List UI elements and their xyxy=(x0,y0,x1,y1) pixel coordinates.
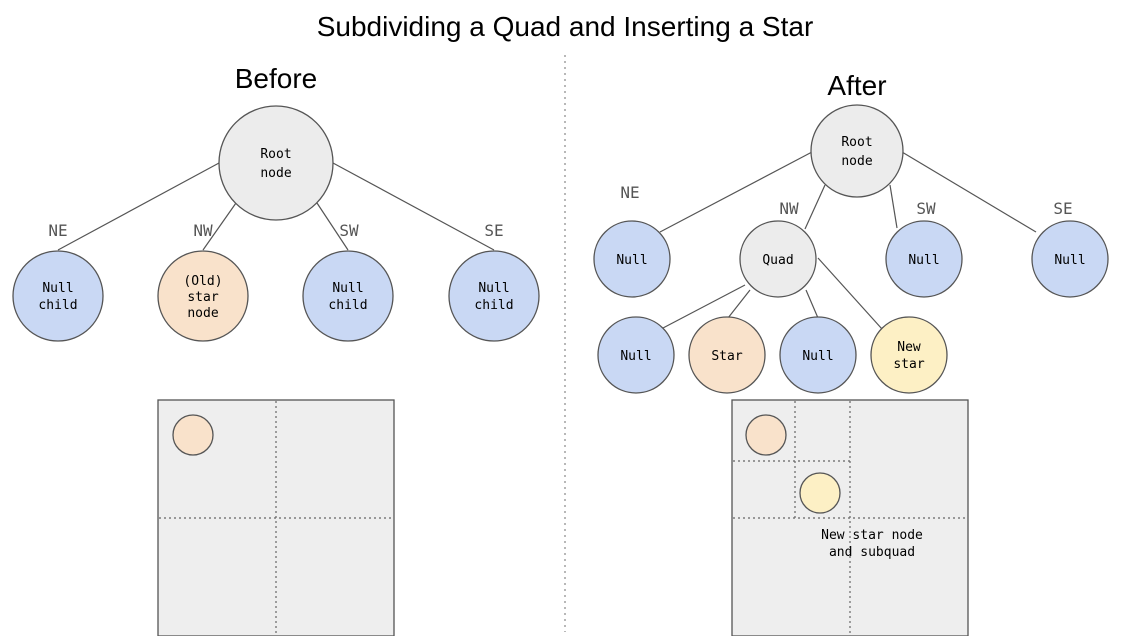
before-label-ne: NE xyxy=(48,221,67,240)
after-edge-ne xyxy=(659,151,813,233)
after-root-line-1: Root xyxy=(841,135,872,150)
before-heading: Before xyxy=(235,63,318,94)
before-sw-line-1: Null xyxy=(332,281,363,296)
after-edge-se xyxy=(901,151,1037,233)
after-edge-nw xyxy=(804,184,826,230)
before-nw-line-2: star xyxy=(187,290,218,305)
after-label-nw: NW xyxy=(779,199,799,218)
after-panel: After NE NW SW SE Root node Null Quad xyxy=(593,70,1109,636)
after-old-star-dot xyxy=(745,414,787,456)
diagram-title: Subdividing a Quad and Inserting a Star xyxy=(317,11,814,42)
after-note-line-1: New star node xyxy=(821,528,923,543)
after-node-quad: Quad xyxy=(739,220,817,298)
before-edge-sw xyxy=(316,202,349,251)
before-edge-ne xyxy=(57,162,220,251)
after-node-se: Null xyxy=(1031,220,1109,298)
after-node-ne: Null xyxy=(593,220,671,298)
after-se-text: Null xyxy=(1054,253,1085,268)
after-root-line-2: node xyxy=(841,154,872,169)
after-quad-child-4: New star xyxy=(870,316,948,394)
before-node-nw: (Old) star node xyxy=(157,250,249,342)
after-quad-child-2-text: Star xyxy=(711,349,742,364)
before-nw-line-1: (Old) xyxy=(183,274,222,289)
before-panel: Before NE NW SW SE Root node Null child … xyxy=(12,63,540,636)
after-quad-child-3: Null xyxy=(779,316,857,394)
before-sw-line-2: child xyxy=(328,298,367,313)
after-quad-child-2: Star xyxy=(688,316,766,394)
before-ne-line-1: Null xyxy=(42,281,73,296)
after-root-node: Root node xyxy=(810,104,904,198)
after-ne-text: Null xyxy=(616,253,647,268)
after-label-sw: SW xyxy=(916,199,936,218)
after-label-ne: NE xyxy=(620,183,639,202)
after-quad-child-3-text: Null xyxy=(802,349,833,364)
after-sw-text: Null xyxy=(908,253,939,268)
before-se-line-1: Null xyxy=(478,281,509,296)
before-node-sw: Null child xyxy=(302,250,394,342)
before-edge-nw xyxy=(202,202,237,251)
before-label-nw: NW xyxy=(193,221,213,240)
after-quad-child-4-line-2: star xyxy=(893,357,924,372)
before-ne-line-2: child xyxy=(38,298,77,313)
after-quad-edge-3 xyxy=(805,289,819,319)
before-nw-line-3: node xyxy=(187,306,218,321)
after-node-sw: Null xyxy=(885,220,963,298)
after-quad-edge-1 xyxy=(662,284,746,329)
before-label-se: SE xyxy=(484,221,503,240)
before-node-ne: Null child xyxy=(12,250,104,342)
before-old-star-dot xyxy=(172,414,214,456)
before-label-sw: SW xyxy=(339,221,359,240)
before-root-line-2: node xyxy=(260,166,291,181)
before-se-line-2: child xyxy=(474,298,513,313)
after-quad-child-1: Null xyxy=(597,316,675,394)
after-quad-child-1-text: Null xyxy=(620,349,651,364)
after-note-line-2: and subquad xyxy=(829,545,915,560)
after-quad-child-4-line-1: New xyxy=(897,340,921,355)
before-root-node: Root node xyxy=(218,105,334,221)
after-quad-edge-4 xyxy=(817,257,883,330)
after-quad-edge-2 xyxy=(727,289,751,319)
before-edge-se xyxy=(332,162,495,251)
after-new-star-dot xyxy=(799,472,841,514)
after-quad-box: New star node and subquad xyxy=(731,399,969,636)
before-quad-box xyxy=(157,399,395,636)
after-label-se: SE xyxy=(1053,199,1072,218)
after-edge-sw xyxy=(889,184,898,229)
after-quad-text: Quad xyxy=(762,253,793,268)
after-heading: After xyxy=(827,70,886,101)
before-node-se: Null child xyxy=(448,250,540,342)
before-root-line-1: Root xyxy=(260,147,291,162)
